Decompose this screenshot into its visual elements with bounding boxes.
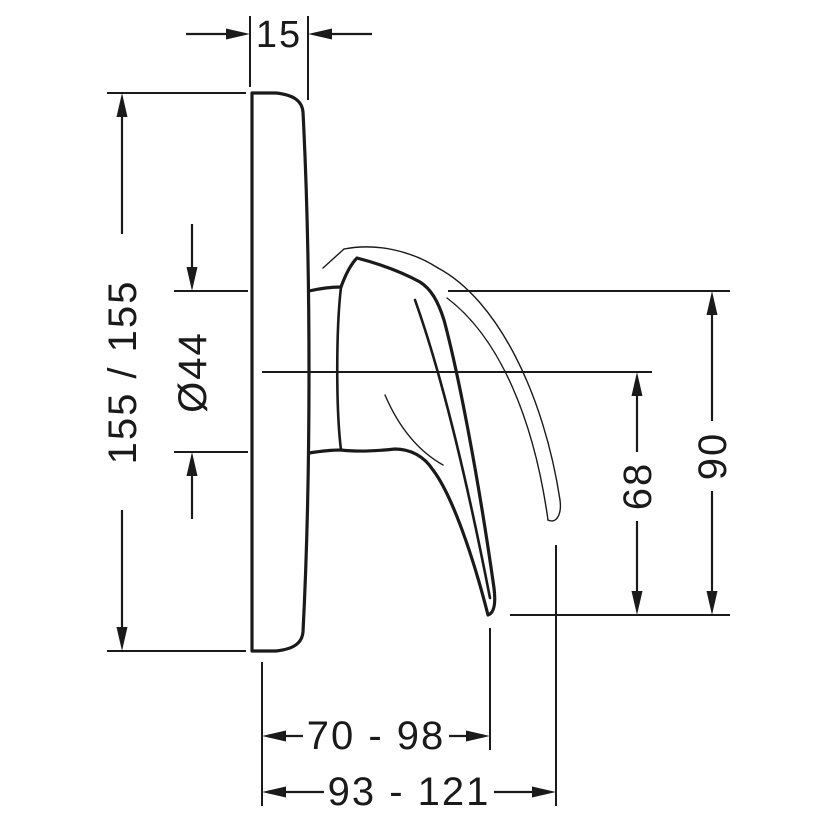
sleeve-end-cap — [335, 285, 343, 452]
arrowhead-up — [116, 93, 128, 117]
arrowhead-left — [308, 28, 332, 40]
handle-ghost-back-edge — [322, 248, 345, 269]
dimension-projection-inner: 70 - 98 — [261, 628, 491, 806]
arrowhead-down — [706, 591, 718, 615]
arrowhead-left — [262, 730, 286, 742]
sleeve-bottom-edge — [307, 448, 343, 455]
arrowhead-up — [706, 291, 718, 315]
dimension-handle-span-below-center: 68 — [616, 372, 660, 615]
handle-ghost-outer-arc — [437, 267, 561, 501]
handle-ghost-tip-arc — [547, 499, 562, 522]
dimension-sleeve-diameter: Ø44 — [171, 224, 248, 519]
dim-label-projection-outer: 93 - 121 — [328, 770, 491, 814]
dim-label-handle-span-total: 90 — [691, 432, 735, 481]
arrowhead-down — [186, 267, 198, 291]
arrowhead-up — [631, 372, 643, 396]
arrowhead-right — [466, 730, 490, 742]
arrowhead-left — [262, 786, 286, 798]
arrowhead-down — [116, 627, 128, 651]
dimension-plate-height: 155 / 155 — [101, 92, 246, 652]
dim-label-plate-thickness: 15 — [256, 14, 302, 56]
dimension-projection-outer: 93 - 121 — [262, 545, 557, 814]
dim-label-handle-span-below-center: 68 — [616, 462, 660, 511]
arrowhead-up — [186, 452, 198, 476]
lever-handle — [322, 246, 562, 617]
sleeve-top-edge — [307, 285, 343, 293]
handle-sleeve — [307, 285, 343, 455]
arrowhead-right — [532, 786, 556, 798]
handle-ghost-top-arc — [343, 246, 439, 269]
handle-outline — [339, 256, 497, 617]
dim-label-projection-inner: 70 - 98 — [307, 714, 446, 758]
dimension-handle-span-total: 90 — [448, 290, 735, 616]
dim-label-plate-height: 155 / 155 — [101, 280, 145, 465]
handle-highlight-line — [384, 394, 444, 466]
arrowhead-right — [226, 28, 250, 40]
dim-label-sleeve-diameter: Ø44 — [171, 331, 215, 413]
arrowhead-down — [631, 591, 643, 615]
handle-blade-crease — [413, 298, 492, 600]
handle-ghost-inner-arc — [446, 297, 549, 521]
dimension-plate-thickness: 15 — [186, 14, 372, 100]
